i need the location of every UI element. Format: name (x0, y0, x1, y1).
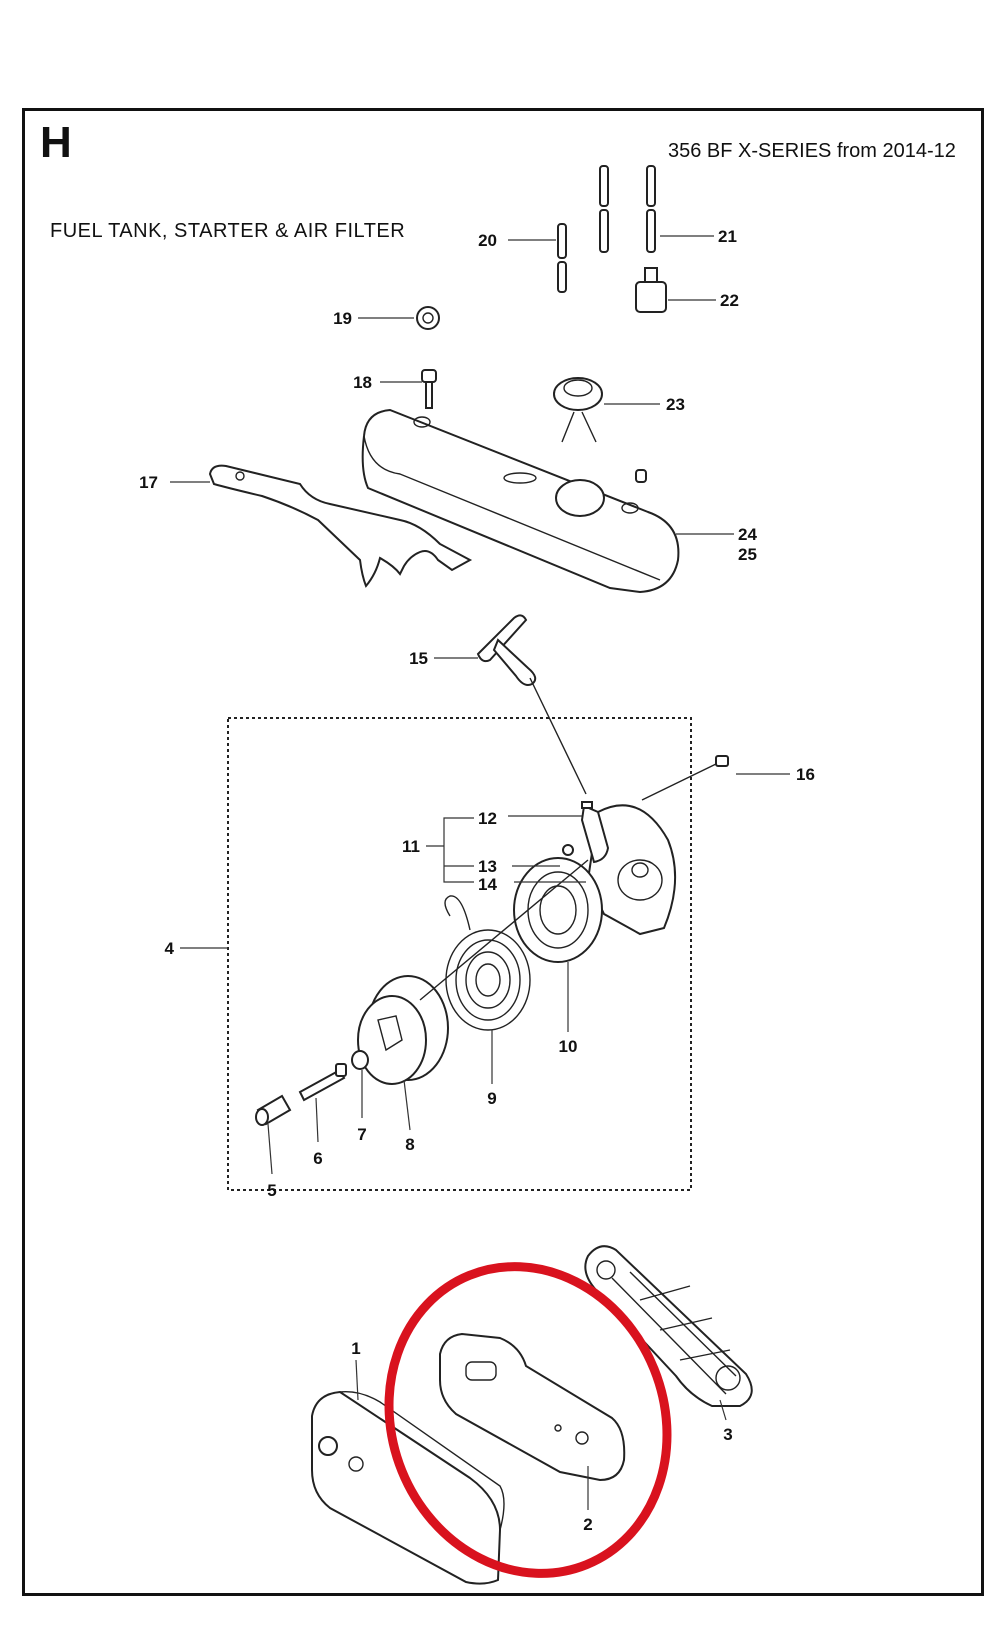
fuel-hose-20 (557, 223, 567, 293)
filter-element-2 (439, 1332, 626, 1482)
callout-14: 14 (478, 875, 497, 894)
callout-6: 6 (313, 1149, 322, 1168)
callout-17: 17 (139, 473, 158, 492)
starter-pulley-8 (357, 859, 589, 1085)
section-title: FUEL TANK, STARTER & AIR FILTER (50, 220, 406, 242)
spring-cassette-10 (513, 857, 603, 963)
screw-16 (641, 755, 729, 801)
screw-18 (421, 369, 437, 409)
section-letter: H (40, 118, 72, 167)
highlight-circle (384, 1262, 672, 1578)
callout-9: 9 (487, 1089, 496, 1108)
sleeve-5 (255, 1094, 292, 1126)
callout-4: 4 (165, 939, 175, 958)
starter-handle-15 (476, 614, 587, 795)
callout-24: 24 (738, 525, 757, 544)
recoil-spring-9 (444, 895, 531, 1031)
callout-7: 7 (357, 1125, 366, 1144)
callout-12: 12 (478, 809, 497, 828)
callout-25: 25 (738, 545, 757, 564)
callout-8: 8 (405, 1135, 414, 1154)
callout-19: 19 (333, 309, 352, 328)
tank-bracket-17 (208, 464, 473, 588)
screw-13 (562, 844, 574, 856)
callout-labels: 20 21 22 19 18 23 17 24 25 15 16 12 11 1… (139, 227, 815, 1534)
model-title: 356 BF X-SERIES from 2014-12 (668, 140, 956, 162)
callout-11: 11 (402, 837, 420, 856)
callout-23: 23 (666, 395, 685, 414)
fuel-filter-22 (635, 267, 667, 313)
callout-18: 18 (353, 373, 372, 392)
diagram-frame (22, 108, 984, 1596)
callout-13: 13 (478, 857, 497, 876)
fuel-tank-24 (361, 408, 680, 594)
screw-6 (298, 1063, 347, 1102)
callout-2: 2 (583, 1515, 592, 1534)
callout-15: 15 (409, 649, 428, 668)
grommet-19 (416, 306, 440, 330)
callout-1: 1 (351, 1339, 360, 1358)
starter-housing (580, 804, 677, 936)
callout-5: 5 (267, 1181, 276, 1200)
callout-20: 20 (478, 231, 497, 250)
air-filter-3 (584, 1245, 753, 1407)
callout-16: 16 (796, 765, 815, 784)
callout-10: 10 (559, 1037, 578, 1056)
leader-lines (170, 235, 790, 1510)
callout-21: 21 (718, 227, 737, 246)
starter-assembly-box (227, 717, 692, 1191)
washer-7 (351, 1050, 369, 1070)
fuel-cap-23 (553, 377, 603, 443)
fuel-hose-21 (599, 165, 656, 253)
spring-12 (581, 801, 593, 809)
callout-3: 3 (723, 1425, 732, 1444)
callout-22: 22 (720, 291, 739, 310)
